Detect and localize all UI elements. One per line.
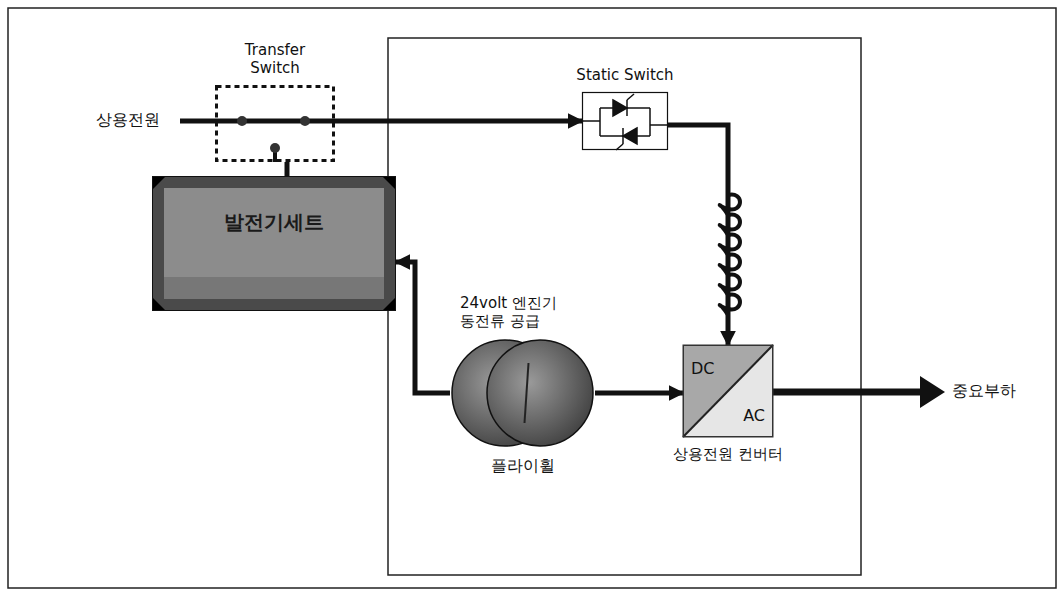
static-switch-box-outline [582, 92, 668, 150]
flywheel-circle-outline [450, 338, 595, 448]
load-label: 중요부하 [952, 381, 1016, 402]
generator-set-box: 발전기세트 [152, 176, 396, 311]
output-arrowhead [920, 376, 945, 408]
switch-heading: Transfer Switch [225, 41, 325, 77]
switch-contact [237, 116, 247, 126]
generator-set-box-outline [152, 176, 396, 311]
ac-label: AC [743, 406, 765, 425]
dc-label: DC [691, 359, 715, 378]
supply-note: 24volt 엔진기동전류 공급 [460, 294, 570, 330]
static-switch-box: Static Switch [582, 92, 668, 150]
connector-arrow [335, 119, 582, 124]
switch-heading: Static Switch [562, 66, 688, 84]
transfer-switch-box: Transfer Switch [215, 85, 335, 162]
converter-box: ACDC상용전원 컨버터 [683, 345, 773, 437]
connector-arrow [396, 262, 450, 393]
flywheel-label: 플라이휠 [450, 456, 595, 475]
generator-label: 발전기세트 [152, 210, 396, 234]
output-wire [773, 389, 925, 396]
switch-contact [270, 143, 280, 153]
outer-frame [8, 8, 1056, 588]
connector-arrow [285, 162, 290, 176]
thyristor-symbol [582, 94, 668, 150]
converter-label: 상용전원 컨버터 [663, 445, 793, 463]
utility-wire [180, 119, 215, 124]
switch-contact-wire [215, 119, 335, 124]
transfer-switch-box-outline [215, 85, 335, 162]
connector-arrow [595, 391, 683, 396]
flywheel-circle: 24volt 엔진기동전류 공급플라이휠 [450, 338, 595, 448]
connector-arrow [668, 125, 728, 345]
switch-contact [300, 116, 310, 126]
utility-label: 상용전원 [96, 110, 160, 131]
